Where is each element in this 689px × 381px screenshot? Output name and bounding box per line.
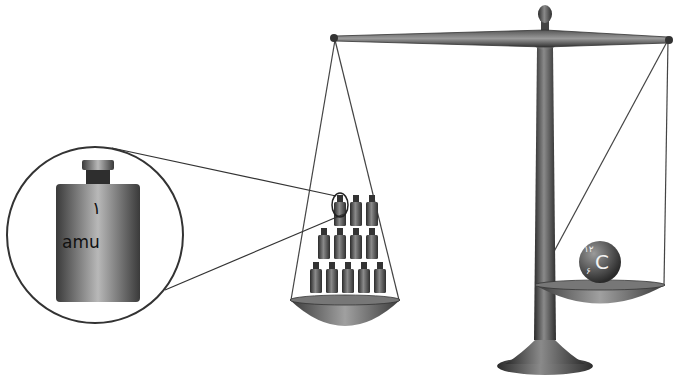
mass-weight: [350, 228, 362, 259]
mass-weight: [342, 262, 354, 293]
mass-weight: [358, 262, 370, 293]
mass-weight: [334, 195, 346, 226]
scale-stand: [497, 5, 593, 375]
isotope-symbol: C: [595, 250, 609, 274]
mass-weight: [366, 228, 378, 259]
carbon-atom-ball: ۱۲C۶: [578, 240, 622, 284]
mass-weight: [310, 262, 322, 293]
pan-strings: [291, 40, 668, 300]
left-pan: [290, 295, 400, 326]
isotope-symbol: ۶: [586, 266, 591, 276]
mass-weight: [350, 195, 362, 226]
weight-label: ۱: [92, 198, 101, 218]
scale-beam: [330, 30, 673, 47]
amu-weight: ۱ amu: [56, 160, 140, 302]
mass-weight: [318, 228, 330, 259]
mass-weight: [374, 262, 386, 293]
weight-label: amu: [62, 232, 100, 252]
magnifier-lens: [7, 147, 348, 323]
right-pan: [535, 280, 665, 304]
isotope-symbol: ۱۲: [584, 244, 594, 254]
mass-weight: [334, 228, 346, 259]
mass-weight: [366, 195, 378, 226]
weight-outline: [56, 160, 140, 302]
mass-weight: [326, 262, 338, 293]
